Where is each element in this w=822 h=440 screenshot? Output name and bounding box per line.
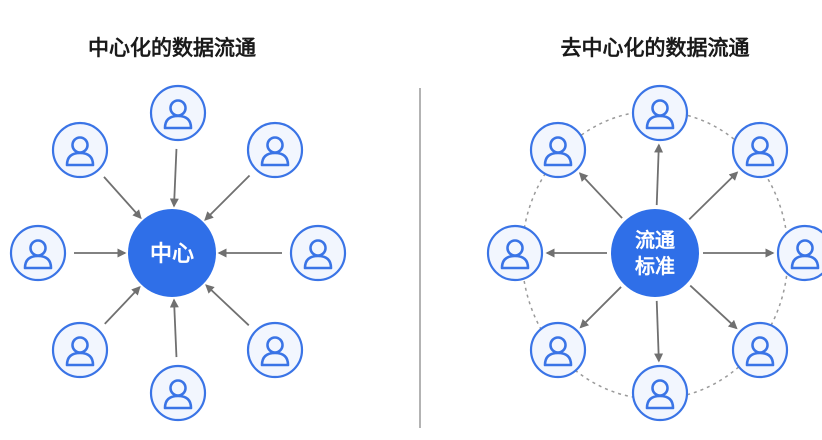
flow-arrow <box>578 172 623 219</box>
user-icon <box>645 99 675 130</box>
user-node <box>486 224 544 282</box>
user-node <box>149 364 207 422</box>
user-icon <box>23 239 53 270</box>
user-node <box>631 364 689 422</box>
user-node <box>529 321 587 379</box>
flow-arrow <box>169 298 179 358</box>
user-icon <box>543 336 573 367</box>
standard-hub-label-line1: 流通 <box>635 228 675 252</box>
decentralized-user-nodes <box>486 84 822 422</box>
user-node <box>529 121 587 179</box>
user-icon <box>745 136 775 167</box>
center-hub: 中心 <box>128 209 216 297</box>
flow-arrow <box>654 300 664 363</box>
user-icon <box>645 379 675 410</box>
user-icon <box>65 136 95 167</box>
flow-arrow <box>688 171 739 221</box>
flow-arrow <box>205 284 250 326</box>
user-icon <box>745 336 775 367</box>
user-icon <box>260 336 290 367</box>
flow-arrow <box>689 284 738 330</box>
decentralized-panel: 去中心化的数据流通 流通 标准 <box>486 36 822 422</box>
flow-arrow <box>654 143 664 206</box>
user-icon <box>303 239 333 270</box>
centralized-title: 中心化的数据流通 <box>88 36 256 60</box>
flow-arrow <box>169 148 179 208</box>
user-node <box>246 321 304 379</box>
user-icon <box>543 136 573 167</box>
user-node <box>149 84 207 142</box>
user-icon <box>65 336 95 367</box>
user-icon <box>163 379 193 410</box>
centralized-arrows <box>74 148 282 358</box>
user-icon <box>163 99 193 130</box>
user-node <box>9 224 67 282</box>
user-node <box>731 321 789 379</box>
user-node <box>246 121 304 179</box>
flow-arrow <box>104 286 141 325</box>
user-node <box>51 321 109 379</box>
standard-hub-label-line2: 标准 <box>635 254 675 278</box>
user-node <box>289 224 347 282</box>
decentralized-title: 去中心化的数据流通 <box>561 36 750 60</box>
user-icon <box>790 239 820 270</box>
user-node <box>776 224 822 282</box>
flow-arrow <box>204 174 251 221</box>
flow-arrow <box>579 286 622 329</box>
user-node <box>631 84 689 142</box>
centralized-panel: 中心化的数据流通 中心 <box>9 36 347 422</box>
user-icon <box>260 136 290 167</box>
centralized-user-nodes <box>9 84 347 422</box>
center-hub-label: 中心 <box>150 242 194 267</box>
standard-hub: 流通 标准 <box>611 209 699 297</box>
flow-arrow <box>103 176 142 220</box>
decentralized-arrows <box>545 143 775 363</box>
user-icon <box>500 239 530 270</box>
user-node <box>731 121 789 179</box>
user-node <box>51 121 109 179</box>
